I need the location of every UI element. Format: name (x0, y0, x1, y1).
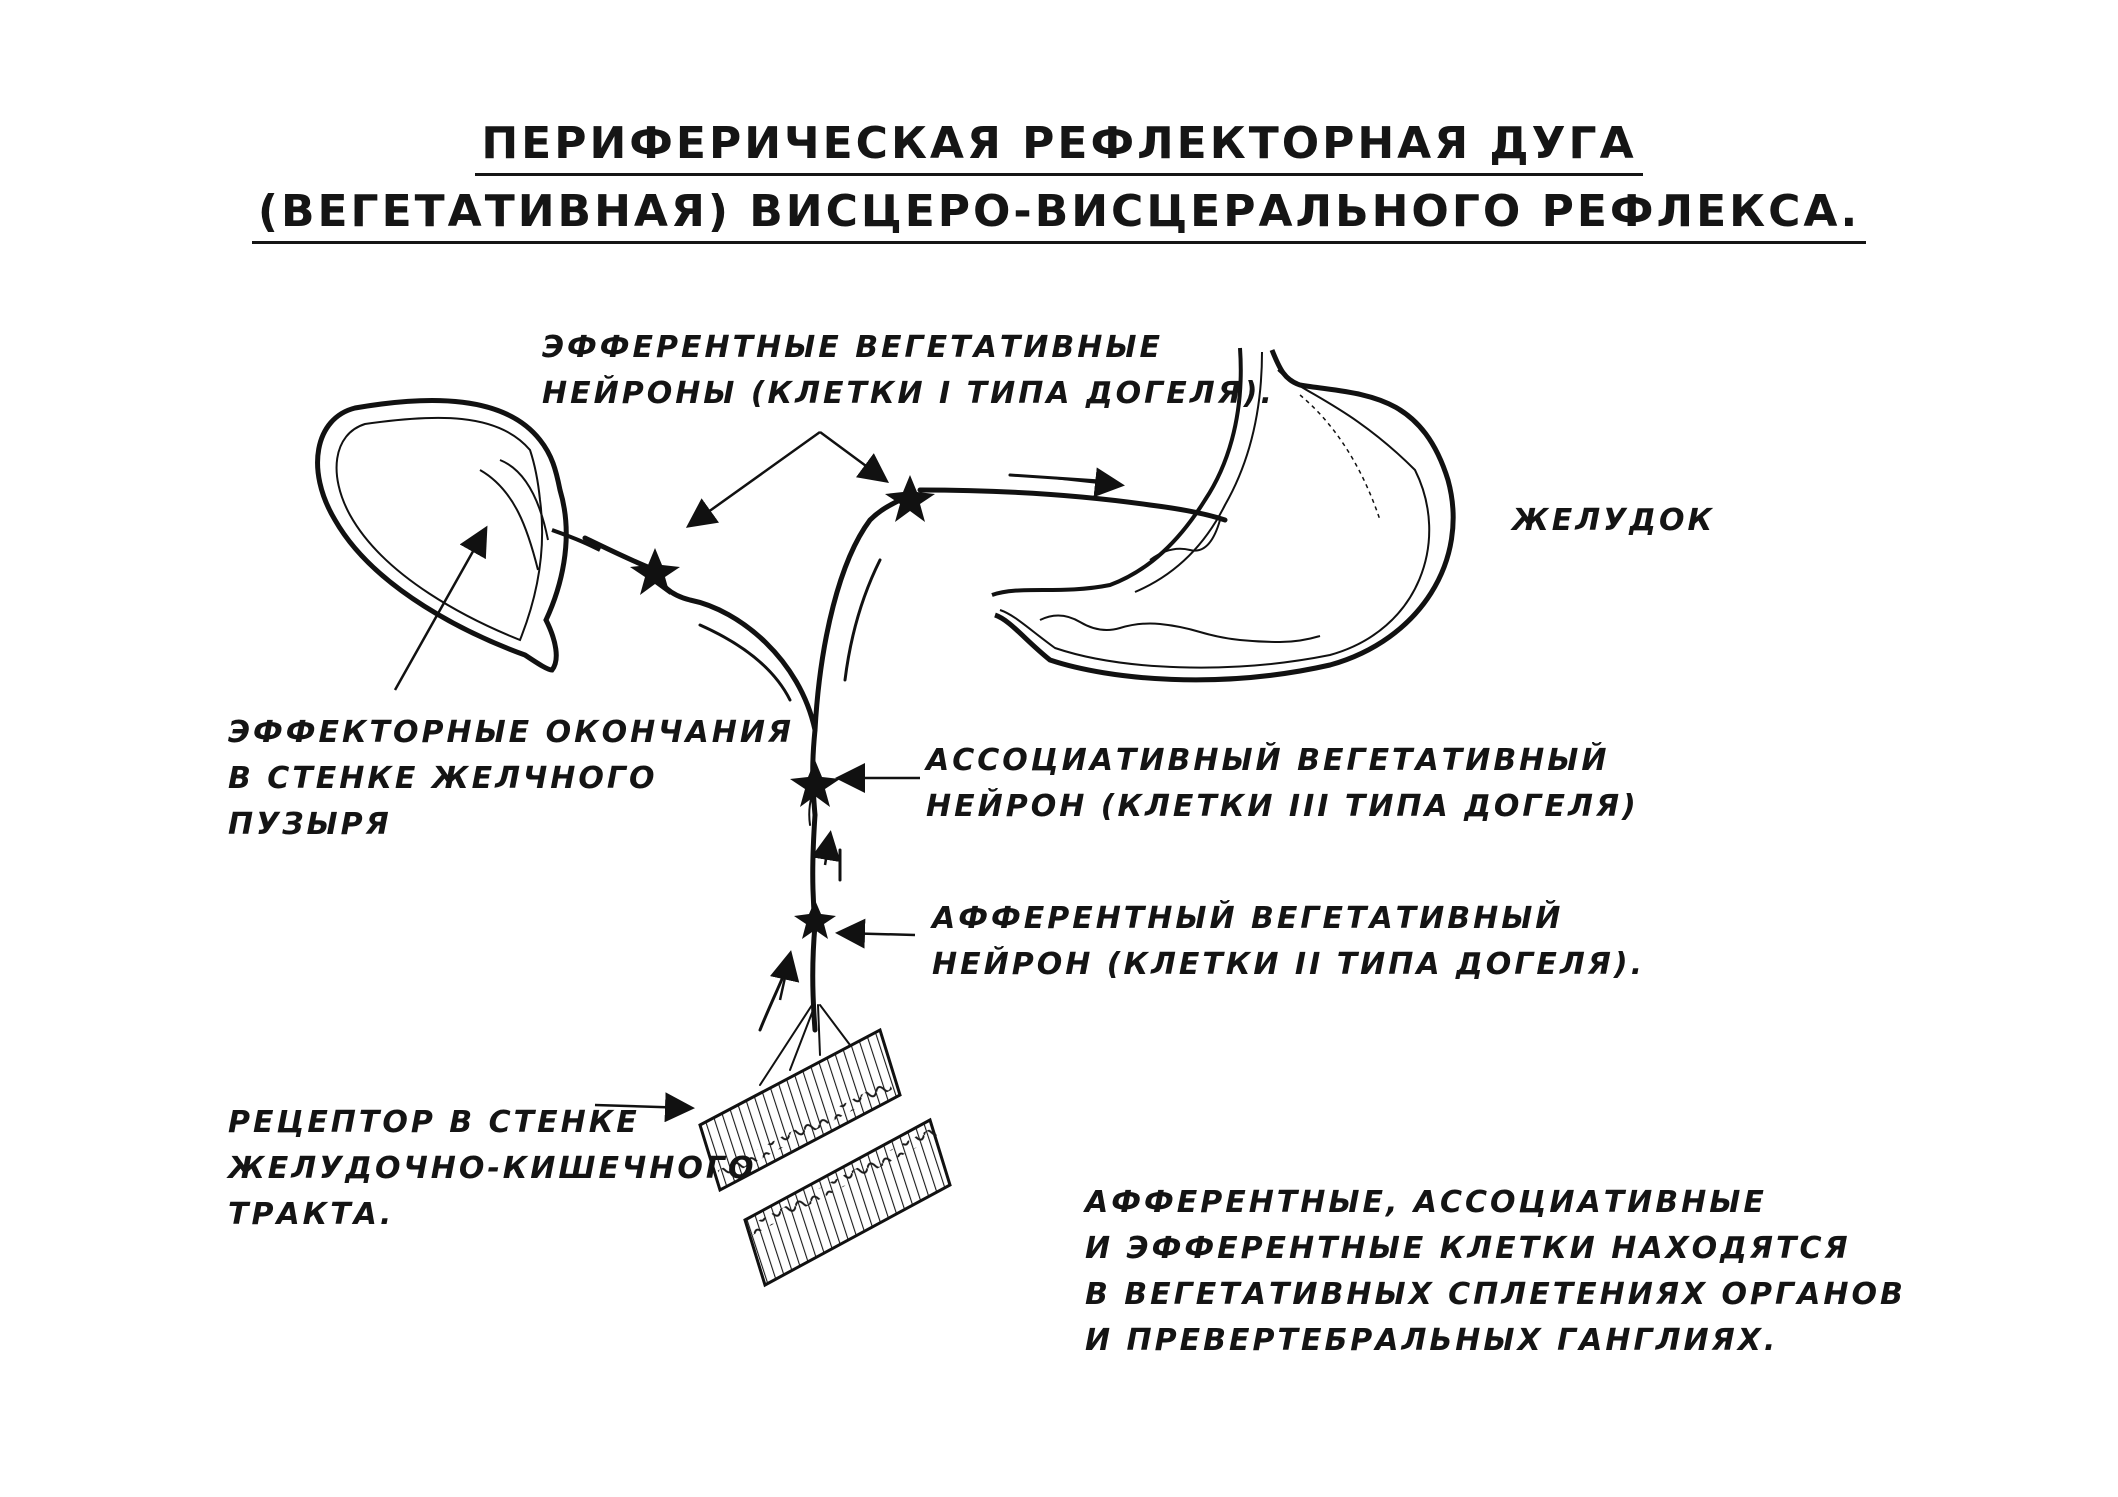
label-receptor: РЕЦЕПТОР В СТЕНКЕ ЖЕЛУДОЧНО-КИШЕЧНОГО ТР… (228, 1100, 756, 1238)
label-efferent-line2: НЕЙРОНЫ (КЛЕТКИ I ТИПА ДОГЕЛЯ). (542, 376, 1275, 411)
label-afferent-line2: НЕЙРОН (КЛЕТКИ II ТИПА ДОГЕЛЯ). (932, 947, 1645, 982)
afferent-neuron (794, 900, 836, 939)
pointer-arrows (393, 430, 1125, 1123)
label-receptor-line2: ЖЕЛУДОЧНО-КИШЕЧНОГО (228, 1151, 757, 1186)
label-note-line1: АФФЕРЕНТНЫЕ, АССОЦИАТИВНЫЕ (1085, 1185, 1767, 1220)
label-associative-line1: АССОЦИАТИВНЫЙ ВЕГЕТАТИВНЫЙ (926, 743, 1610, 778)
label-stomach-text: ЖЕЛУДОК (1512, 503, 1716, 538)
label-stomach: ЖЕЛУДОК (1512, 498, 1715, 544)
label-afferent-neuron: АФФЕРЕНТНЫЙ ВЕГЕТАТИВНЫЙ НЕЙРОН (КЛЕТКИ … (932, 896, 1645, 988)
label-receptor-line3: ТРАКТА. (228, 1197, 395, 1232)
label-receptor-line1: РЕЦЕПТОР В СТЕНКЕ (228, 1105, 640, 1140)
label-note-line3: В ВЕГЕТАТИВНЫХ СПЛЕТЕНИЯХ ОРГАНОВ (1085, 1277, 1906, 1312)
label-note-line2: И ЭФФЕРЕНТНЫЕ КЛЕТКИ НАХОДЯТСЯ (1085, 1231, 1851, 1266)
label-effector-line3: ПУЗЫРЯ (228, 807, 392, 842)
efferent-neuron-left (630, 548, 680, 595)
diagram-title-line1: ПЕРИФЕРИЧЕСКАЯ РЕФЛЕКТОРНАЯ ДУГА (0, 118, 2118, 176)
label-note: АФФЕРЕНТНЫЕ, АССОЦИАТИВНЫЕ И ЭФФЕРЕНТНЫЕ… (1085, 1180, 1906, 1364)
gallbladder-drawing (315, 398, 601, 673)
label-effector-line2: В СТЕНКЕ ЖЕЛЧНОГО (228, 761, 658, 796)
label-effector-endings: ЭФФЕКТОРНЫЕ ОКОНЧАНИЯ В СТЕНКЕ ЖЕЛЧНОГО … (228, 710, 794, 848)
stomach-drawing (991, 347, 1456, 683)
label-afferent-line1: АФФЕРЕНТНЫЙ ВЕГЕТАТИВНЫЙ (932, 901, 1564, 936)
diagram-title-line2: (ВЕГЕТАТИВНАЯ) ВИСЦЕРО-ВИСЦЕРАЛЬНОГО РЕФ… (0, 186, 2118, 244)
associative-neuron (790, 760, 840, 807)
label-associative-neuron: АССОЦИАТИВНЫЙ ВЕГЕТАТИВНЫЙ НЕЙРОН (КЛЕТК… (926, 738, 1639, 830)
label-efferent-line1: ЭФФЕРЕНТНЫЕ ВЕГЕТАТИВНЫЕ (542, 330, 1163, 365)
intestine-wall-drawing (698, 1027, 952, 1288)
label-associative-line2: НЕЙРОН (КЛЕТКИ III ТИПА ДОГЕЛЯ) (926, 789, 1639, 824)
label-efferent-neurons: ЭФФЕРЕНТНЫЕ ВЕГЕТАТИВНЫЕ НЕЙРОНЫ (КЛЕТКИ… (542, 325, 1275, 417)
label-effector-line1: ЭФФЕКТОРНЫЕ ОКОНЧАНИЯ (228, 715, 795, 750)
label-note-line4: И ПРЕВЕРТЕБРАЛЬНЫХ ГАНГЛИЯХ. (1085, 1323, 1779, 1358)
efferent-neuron-right (885, 475, 935, 522)
